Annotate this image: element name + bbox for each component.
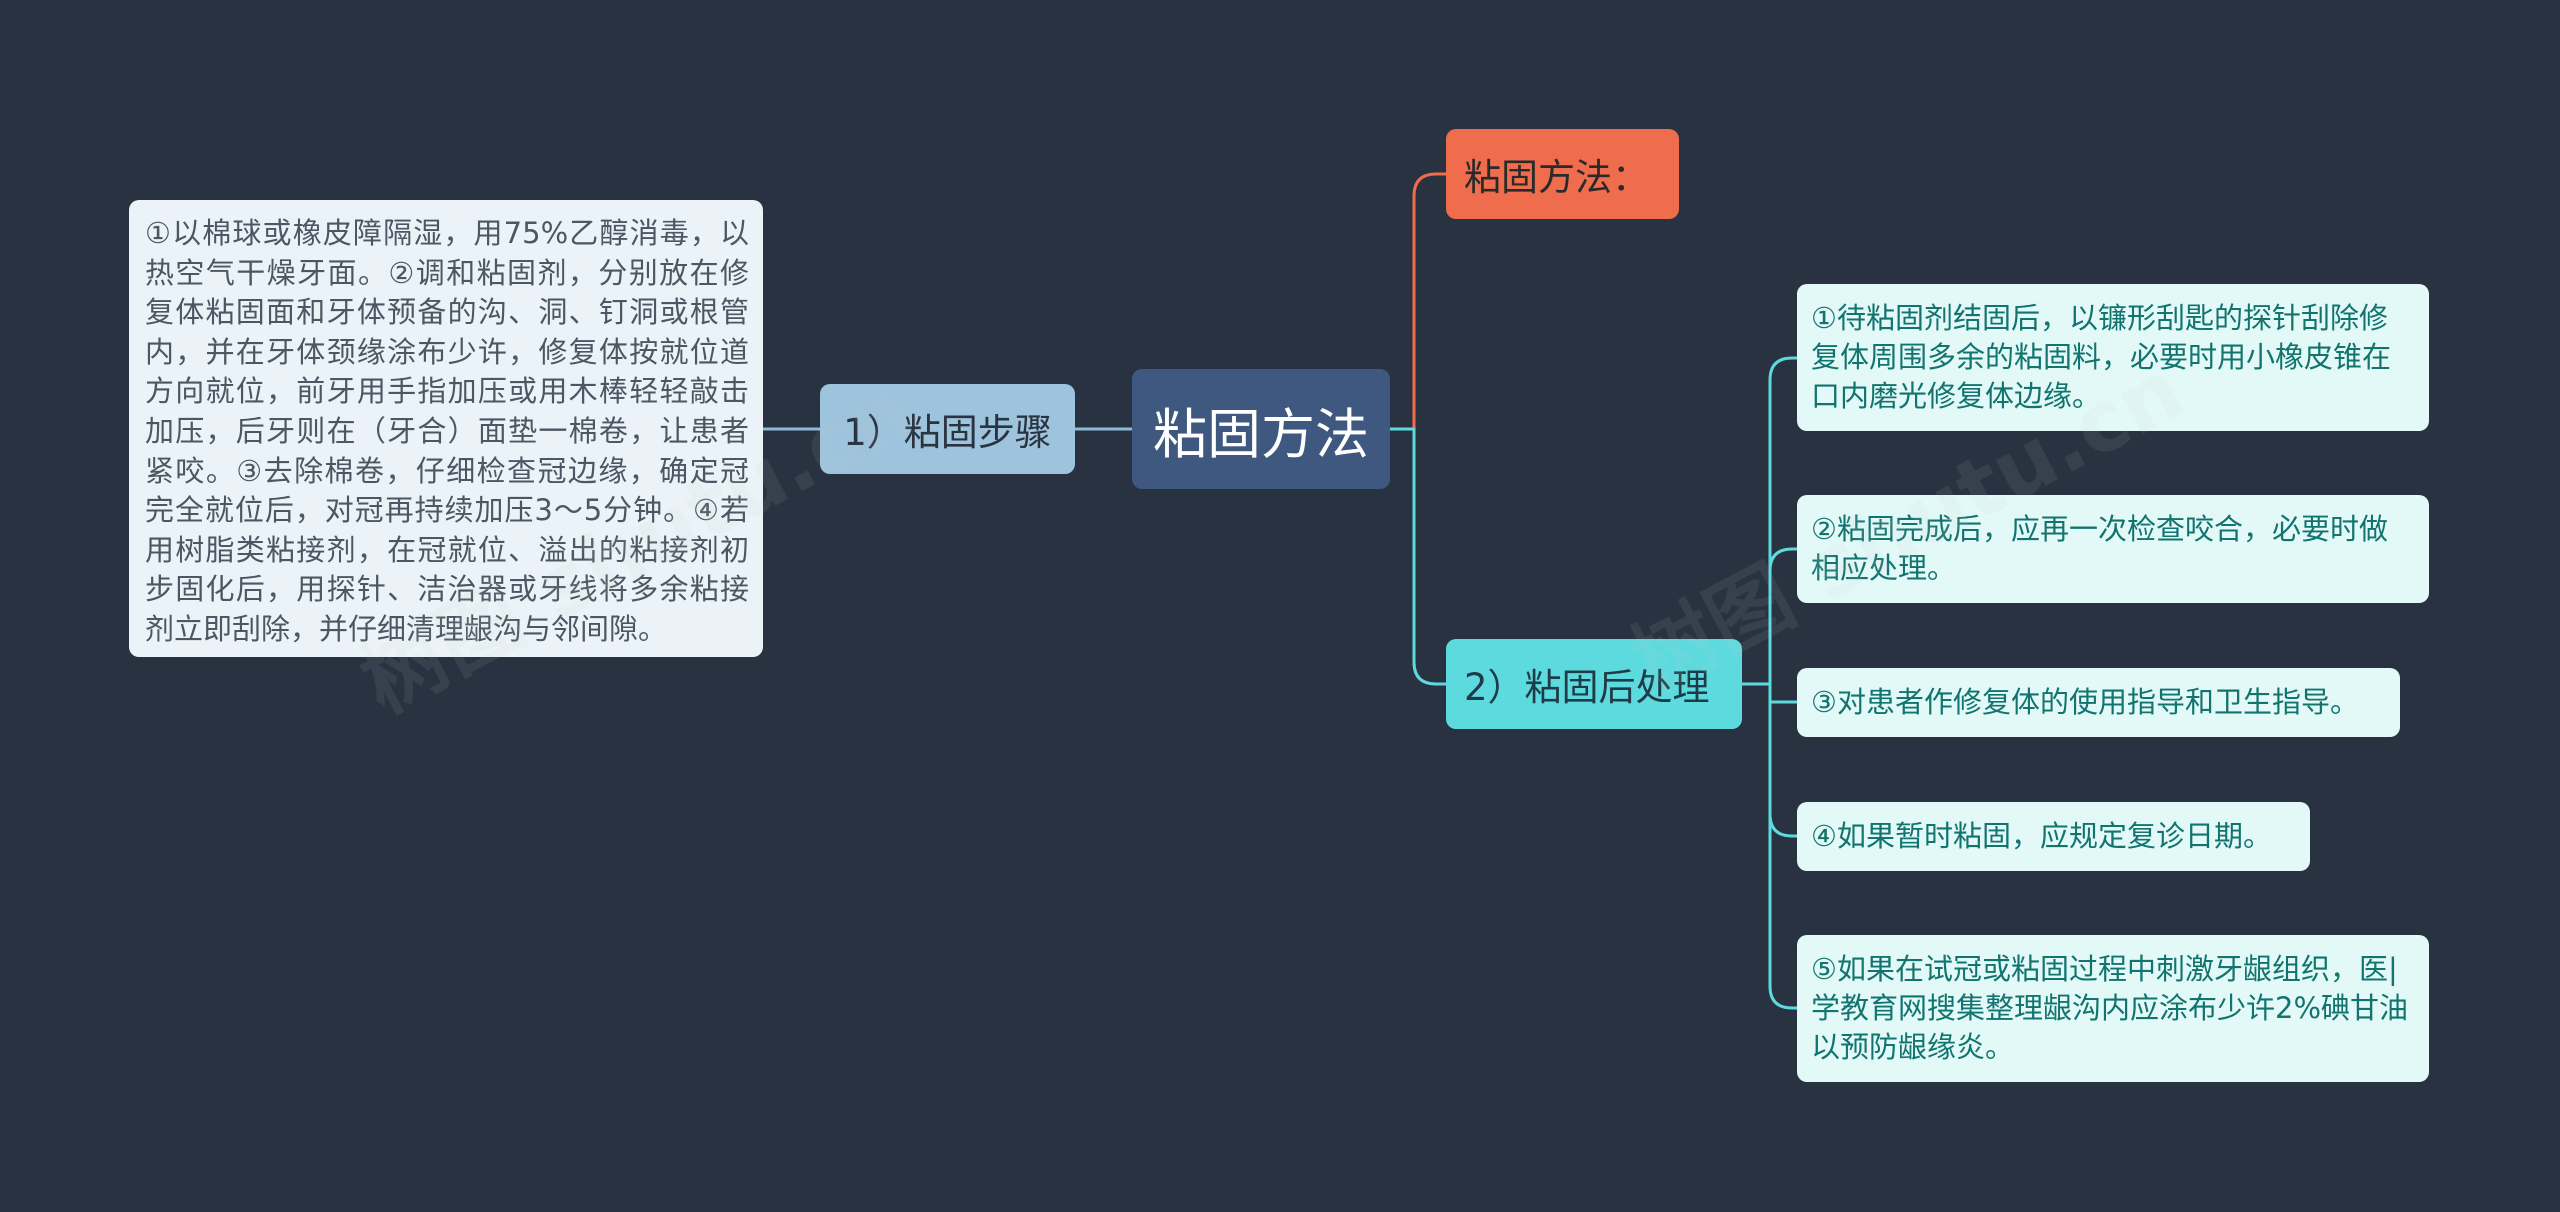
post-item-3[interactable]: ③对患者作修复体的使用指导和卫生指导。: [1797, 668, 2400, 737]
post-item-5[interactable]: ⑤如果在试冠或粘固过程中刺激牙龈组织，医|学教育网搜集整理龈沟内应涂布少许2%碘…: [1797, 935, 2429, 1082]
post-item-4[interactable]: ④如果暂时粘固，应规定复诊日期。: [1797, 802, 2310, 871]
post-item-4-text: ④如果暂时粘固，应规定复诊日期。: [1811, 819, 2272, 853]
steps-detail-node[interactable]: ①以棉球或橡皮障隔湿，用75%乙醇消毒，以热空气干燥牙面。②调和粘固剂，分别放在…: [129, 200, 763, 657]
root-node[interactable]: 粘固方法: [1132, 369, 1390, 489]
connector-post-to-leaf-4: [1768, 684, 1797, 838]
post-item-1-text: ①待粘固剂结固后，以镰形刮匙的探针刮除修复体周围多余的粘固料，必要时用小橡皮锥在…: [1811, 301, 2392, 413]
method-label: 粘固方法：: [1464, 156, 1649, 199]
post-item-2[interactable]: ②粘固完成后，应再一次检查咬合，必要时做相应处理。: [1797, 495, 2429, 603]
root-label: 粘固方法: [1153, 402, 1369, 466]
connector-post-to-leaf-3: [1768, 684, 1797, 704]
post-processing-node[interactable]: 2）粘固后处理: [1446, 639, 1742, 729]
post-item-2-text: ②粘固完成后，应再一次检查咬合，必要时做相应处理。: [1811, 512, 2388, 585]
post-item-5-text: ⑤如果在试冠或粘固过程中刺激牙龈组织，医|学教育网搜集整理龈沟内应涂布少许2%碘…: [1811, 952, 2409, 1064]
method-node[interactable]: 粘固方法：: [1446, 129, 1679, 219]
post-item-1[interactable]: ①待粘固剂结固后，以镰形刮匙的探针刮除修复体周围多余的粘固料，必要时用小橡皮锥在…: [1797, 284, 2429, 431]
post-processing-label: 2）粘固后处理: [1464, 666, 1710, 709]
post-item-3-text: ③对患者作修复体的使用指导和卫生指导。: [1811, 685, 2359, 719]
connector-post-to-leaf-2: [1768, 547, 1797, 684]
connector-root-to-method: [1390, 172, 1446, 431]
steps-detail-text: ①以棉球或橡皮障隔湿，用75%乙醇消毒，以热空气干燥牙面。②调和粘固剂，分别放在…: [145, 216, 749, 646]
connector-root-to-post: [1390, 427, 1446, 686]
connector-post-to-leaf-1: [1768, 356, 1797, 684]
steps-label: 1）粘固步骤: [843, 411, 1052, 454]
steps-node[interactable]: 1）粘固步骤: [820, 384, 1075, 474]
connector-post-to-leaf-5: [1768, 684, 1797, 1010]
